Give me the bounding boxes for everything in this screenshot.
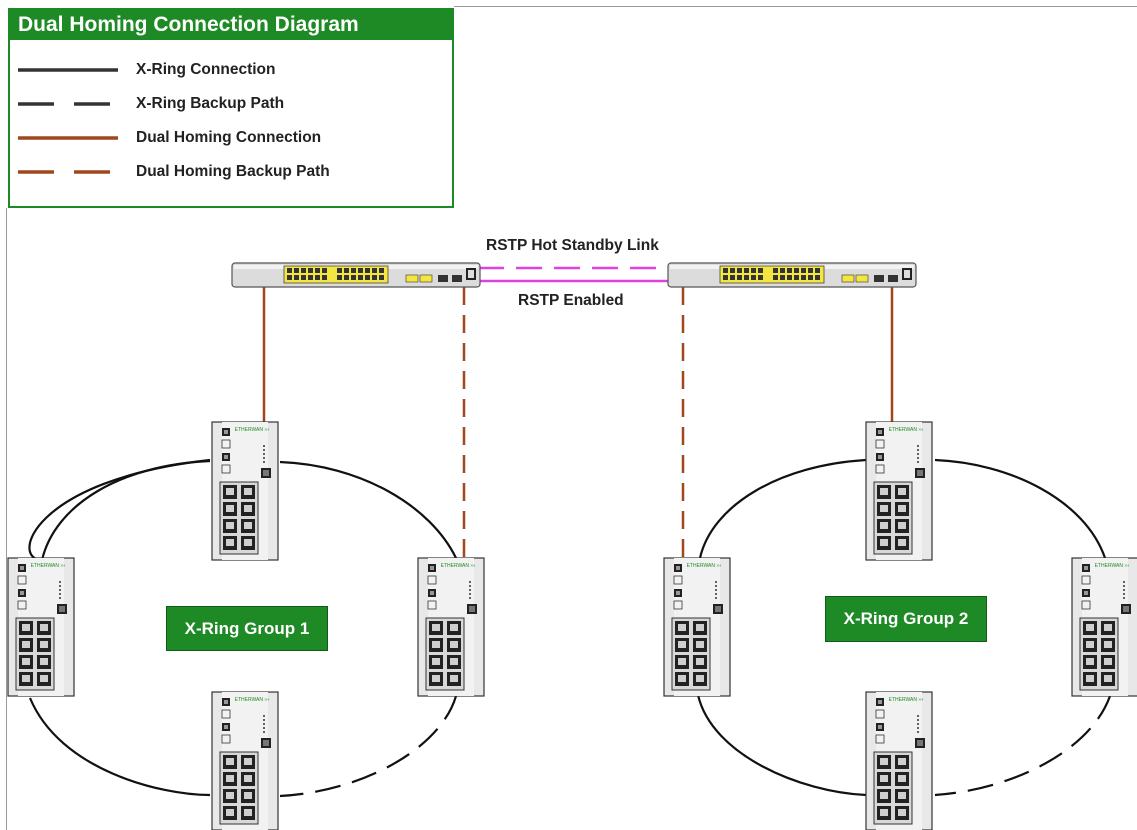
dashed-line-icon [18,102,118,106]
legend-item-x-ring-backup: X-Ring Backup Path [18,94,284,114]
ring2-switch-top [865,421,933,561]
x-ring-group-1-label: X-Ring Group 1 [166,606,328,651]
frame-top-border [454,6,1137,7]
solid-line-icon [18,68,118,72]
x-ring-group-1 [28,458,458,798]
rstp-enabled-label: RSTP Enabled [518,292,624,309]
legend-title: Dual Homing Connection Diagram [10,10,452,40]
rstp-hot-standby-label: RSTP Hot Standby Link [486,237,659,254]
core-switch-left [231,262,481,288]
legend: Dual Homing Connection Diagram X-Ring Co… [8,8,454,208]
x-ring-group-2-label: X-Ring Group 2 [825,596,987,642]
ring1-switch-bottom [211,691,279,830]
ring1-switch-left [7,557,75,697]
legend-item-dual-homing-connection: Dual Homing Connection [18,128,321,148]
ring2-solid-bottom-left [696,694,867,797]
x-ring-group-2 [696,458,1112,797]
ring1-solid-left-top [40,459,211,561]
ring2-solid-top-left [698,458,867,559]
ring1-backup [279,695,458,798]
legend-item-dual-homing-backup: Dual Homing Backup Path [18,162,330,182]
ring2-solid-top-right [934,458,1107,559]
ring2-switch-bottom [865,691,933,830]
legend-item-x-ring-connection: X-Ring Connection [18,60,276,80]
legend-item-label: Dual Homing Backup Path [136,163,330,180]
legend-item-label: X-Ring Connection [136,61,276,78]
dashed-line-icon [18,170,118,174]
legend-item-label: X-Ring Backup Path [136,95,285,112]
core-switch-right [667,262,917,288]
ring1-switch-top [211,421,279,561]
ring1-switch-right [417,557,485,697]
ring2-switch-left [663,557,731,697]
ring2-switch-right [1071,557,1137,697]
ring2-backup [934,695,1112,797]
legend-item-label: Dual Homing Connection [136,129,322,146]
solid-line-icon [18,136,118,140]
frame-left-border [6,208,7,830]
